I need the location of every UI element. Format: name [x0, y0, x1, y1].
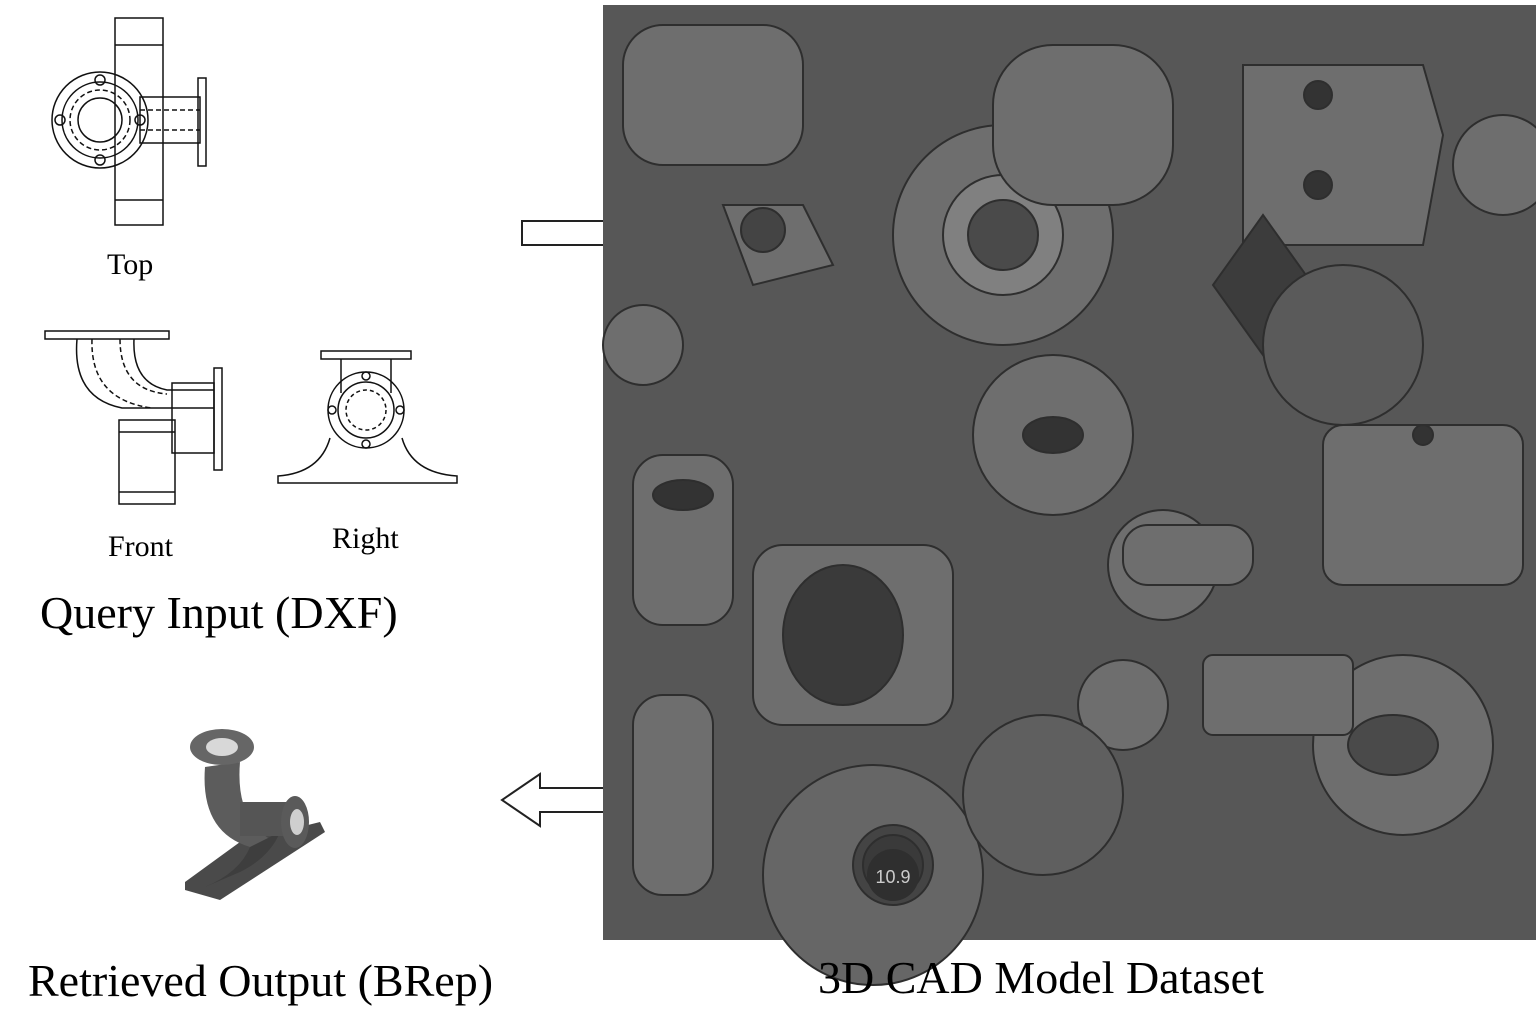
retrieved-brep-model: [185, 729, 325, 900]
top-view-drawing: [51, 17, 207, 226]
right-view-drawing: [277, 350, 458, 484]
front-view-label: Front: [108, 530, 174, 563]
top-view-label: Top: [107, 248, 154, 281]
retrieved-output-title: Retrieved Output (BRep): [28, 955, 494, 1006]
right-view-label: Right: [332, 522, 399, 555]
query-input-title: Query Input (DXF): [40, 587, 398, 638]
dataset-title: 3D CAD Model Dataset: [818, 952, 1264, 1003]
front-view-drawing: [44, 330, 223, 505]
part-marking-text: 10.9: [875, 867, 910, 887]
cad-dataset-collage: 10.9: [602, 5, 1536, 986]
